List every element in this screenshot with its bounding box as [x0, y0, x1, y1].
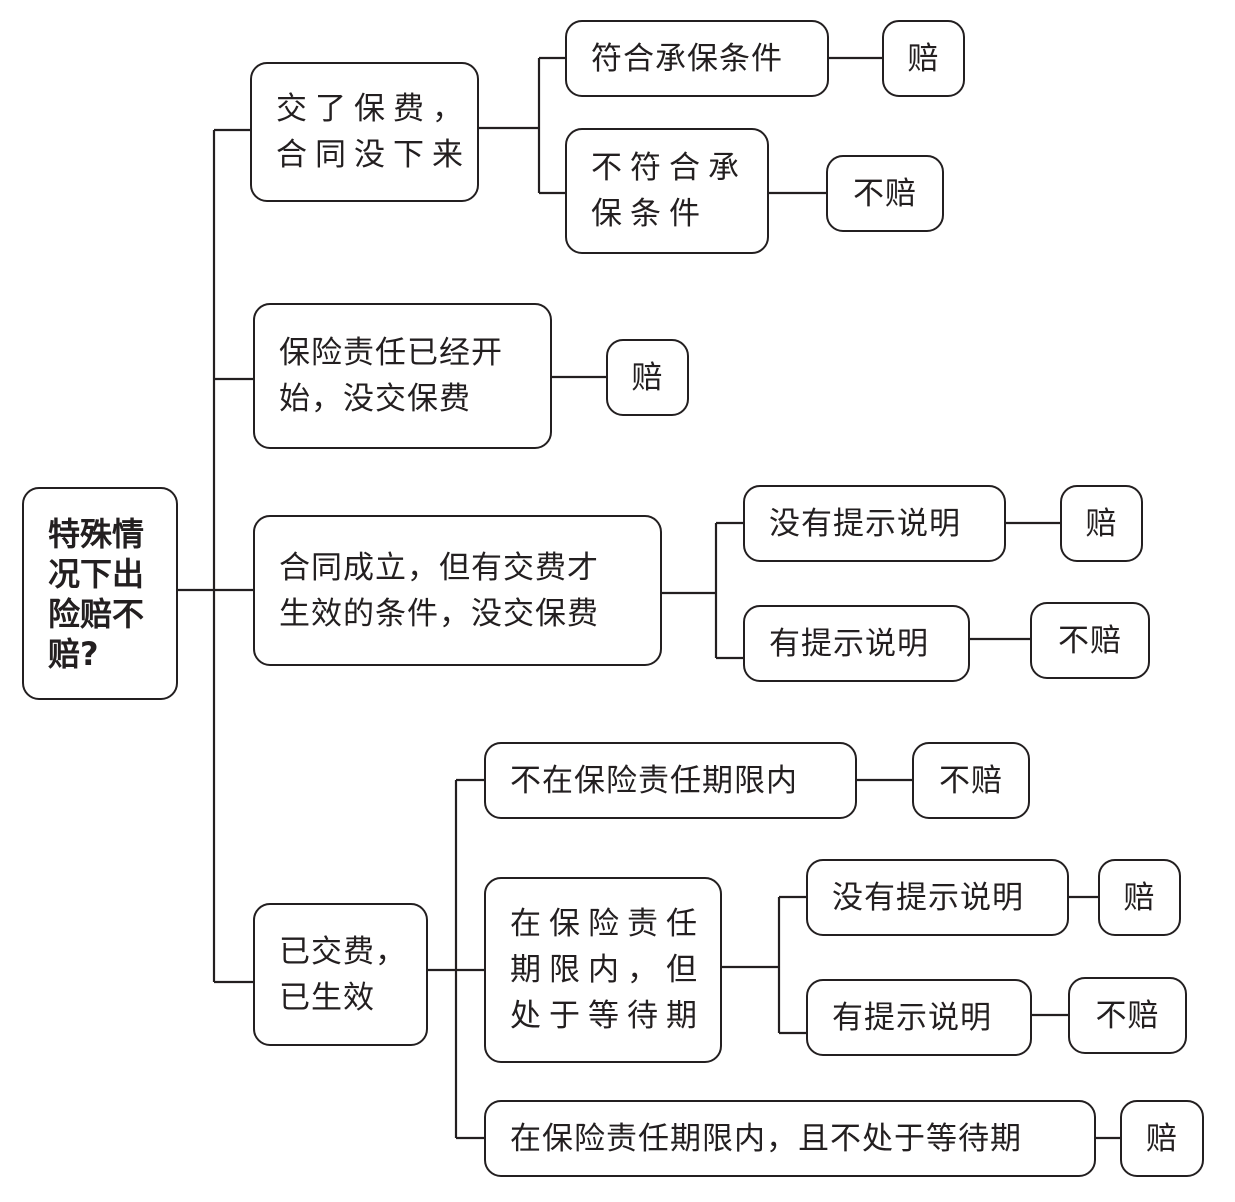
case-outside-period-label: 不在保险责任期限内: [510, 762, 798, 799]
branch-contract-conditional: 合同成立，但有交费才 生效的条件，没交保费: [253, 515, 662, 666]
case-waiting-period-label: 在保险责任 期限内，但 处于等待期: [510, 906, 705, 1034]
case-with-notice: 有提示说明: [743, 605, 970, 682]
branch-started-unpaid: 保险责任已经开 始，没交保费: [253, 303, 552, 449]
result-label: 不赔: [1058, 622, 1122, 659]
subcase-with-notice-label: 有提示说明: [832, 999, 992, 1036]
result-label: 赔: [631, 359, 664, 396]
case-meets-conditions: 符合承保条件: [565, 20, 829, 97]
result-compensate: 赔: [882, 20, 965, 97]
branch-paid-no-contract: 交了保费， 合同没下来: [250, 62, 479, 202]
case-with-notice-label: 有提示说明: [769, 625, 929, 662]
result-label: 不赔: [1095, 997, 1160, 1034]
branch-paid-no-contract-label: 交了保费， 合同没下来: [276, 91, 471, 173]
branch-paid-effective: 已交费， 已生效: [253, 903, 428, 1046]
case-no-notice-label: 没有提示说明: [769, 505, 961, 542]
result-label: 不赔: [939, 762, 1003, 799]
result-compensate: 赔: [1120, 1100, 1204, 1177]
case-covered-not-waiting-label: 在保险责任期限内，且不处于等待期: [510, 1120, 1022, 1157]
subcase-no-notice: 没有提示说明: [806, 859, 1069, 936]
result-no-compensate: 不赔: [826, 155, 944, 232]
result-compensate: 赔: [606, 339, 689, 416]
branch-paid-effective-label: 已交费， 已生效: [279, 933, 407, 1016]
branch-contract-conditional-label: 合同成立，但有交费才 生效的条件，没交保费: [279, 549, 599, 632]
result-compensate: 赔: [1060, 485, 1143, 562]
result-no-compensate: 不赔: [1068, 977, 1187, 1054]
root-question: 特殊情 况下出 险赔不 赔?: [22, 487, 178, 700]
case-meets-conditions-label: 符合承保条件: [591, 40, 783, 77]
result-label: 不赔: [853, 175, 917, 212]
case-outside-period: 不在保险责任期限内: [484, 742, 857, 819]
case-waiting-period: 在保险责任 期限内，但 处于等待期: [484, 877, 722, 1063]
case-not-meets-conditions: 不符合承 保条件: [565, 128, 769, 254]
case-no-notice: 没有提示说明: [743, 485, 1006, 562]
case-covered-not-waiting: 在保险责任期限内，且不处于等待期: [484, 1100, 1096, 1177]
subcase-no-notice-label: 没有提示说明: [832, 879, 1024, 916]
result-compensate: 赔: [1098, 859, 1181, 936]
subcase-with-notice: 有提示说明: [806, 979, 1032, 1056]
branch-started-unpaid-label: 保险责任已经开 始，没交保费: [279, 335, 503, 417]
result-no-compensate: 不赔: [912, 742, 1030, 819]
result-no-compensate: 不赔: [1030, 602, 1150, 679]
root-question-label: 特殊情 况下出 险赔不 赔?: [48, 514, 145, 673]
result-label: 赔: [907, 40, 940, 77]
result-label: 赔: [1123, 879, 1156, 916]
result-label: 赔: [1085, 505, 1118, 542]
case-not-meets-conditions-label: 不符合承 保条件: [591, 150, 747, 232]
result-label: 赔: [1146, 1120, 1178, 1157]
